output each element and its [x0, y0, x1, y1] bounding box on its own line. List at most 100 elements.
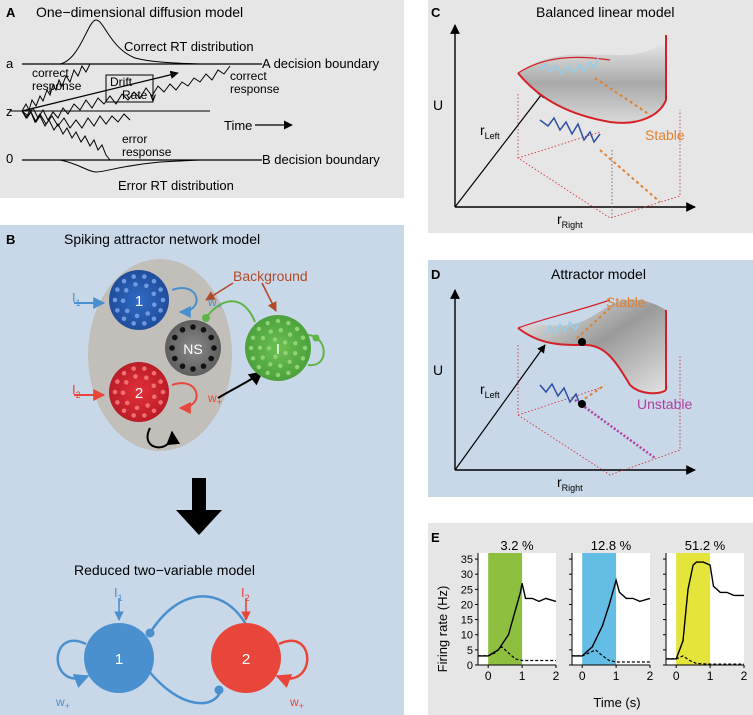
ns-label: NS: [183, 341, 202, 357]
c-dotted-box: [517, 94, 681, 219]
neuron-dot: [268, 329, 273, 334]
neuron-dot: [300, 356, 306, 361]
correct-response-left-1: correct: [32, 66, 69, 80]
reduction-arrow-shaft: [192, 478, 206, 510]
reduced-node-2: [211, 623, 281, 693]
neuron-dot: [158, 400, 163, 405]
neuron-dot: [160, 389, 166, 395]
neuron-dot: [151, 302, 157, 308]
c-stable-line-floor: [599, 149, 661, 203]
c-r-left-label: rLeft: [480, 122, 500, 141]
neuron-dot: [145, 311, 150, 316]
inh-neuron-dots: [248, 318, 308, 378]
panel-a-title: One−dimensional diffusion model: [36, 4, 243, 20]
correct-rt-curve: [59, 19, 201, 65]
neuron-dot: [142, 413, 147, 418]
reduced-w-plus-1: w+: [55, 695, 70, 711]
reduced-node-1-label: 1: [115, 651, 123, 668]
c-floor-trajectory: [539, 116, 601, 144]
reduction-arrow-head: [176, 510, 222, 535]
background-label: Background: [233, 268, 308, 284]
neuron-dot: [286, 320, 291, 326]
c-dotted-floor: [517, 131, 601, 159]
neuron-dot: [294, 364, 300, 370]
neuron-dot: [151, 316, 157, 322]
neuron-dot: [169, 345, 175, 351]
y-tick-label: 0: [467, 660, 473, 672]
z-label: z: [6, 104, 13, 119]
neuron-dot: [256, 326, 262, 332]
panel-a-label: A: [6, 5, 16, 20]
neuron-dot: [158, 308, 163, 313]
panel-e-label: E: [431, 530, 440, 545]
neuron-dot: [133, 282, 138, 287]
neuron-dot: [300, 335, 306, 340]
reduced-inhibition-bottom: [147, 669, 223, 705]
ns-circle: [165, 320, 221, 376]
neuron-dot: [121, 278, 127, 284]
reduced-input2-label: I2: [241, 585, 250, 603]
background-arrow-inh: [261, 282, 277, 312]
neuron-dot: [179, 363, 186, 369]
correct-rt-label: Correct RT distribution: [124, 39, 254, 54]
x-tick-label: 1: [519, 669, 526, 683]
x-tick-label: 0: [485, 669, 492, 683]
neuron-dot: [287, 359, 292, 364]
neuron-dot: [208, 334, 214, 341]
panel-d: D Attractor model Stable Unstable U rLef…: [428, 260, 753, 497]
drift-rate-box: [105, 74, 154, 103]
neuron-dot: [131, 274, 136, 279]
error-response-1: error: [122, 132, 147, 146]
neuron-dot: [275, 372, 281, 378]
d-unstable-line: [574, 398, 656, 460]
neuron-dot: [278, 363, 283, 369]
y-tick-label: 15: [461, 615, 473, 627]
neuron-dot: [112, 389, 118, 395]
d-r-left-label: rLeft: [480, 381, 500, 400]
pool1-circle: [109, 270, 169, 330]
middle-trajectory: [21, 108, 131, 129]
y-tick-label: 35: [461, 554, 473, 566]
correct-response-right-1: correct: [230, 69, 267, 83]
neuron-dot: [294, 326, 300, 332]
x-tick-label: 0: [579, 669, 586, 683]
neuron-dot: [151, 394, 157, 400]
c-r-right-label: rRight: [557, 211, 583, 230]
neuron-dot: [158, 287, 163, 292]
zero-label: 0: [6, 151, 13, 166]
x-tick-label: 2: [647, 669, 654, 683]
panel-c-title: Balanced linear model: [536, 4, 675, 20]
c-trough-edge-back: [517, 56, 611, 74]
pool1-neuron-dots: [112, 274, 166, 326]
neuron-dot: [260, 355, 265, 360]
neuron-dot: [133, 374, 138, 379]
neuron-dot: [287, 332, 293, 337]
y-tick-label: 10: [461, 630, 473, 642]
y-tick-label: 25: [461, 584, 473, 596]
y-tick-label: 30: [461, 569, 473, 581]
reduced-node-1: [84, 623, 154, 693]
d-stable-floor-line: [579, 384, 606, 403]
inh-label: I: [276, 341, 280, 358]
neuron-dot: [292, 351, 298, 356]
neuron-dot: [172, 334, 178, 341]
neuron-dot: [266, 346, 272, 351]
panel-a: A One−dimensional diffusion model Correc…: [0, 0, 404, 198]
a-boundary-label: A decision boundary: [262, 56, 380, 71]
neuron-dot: [256, 364, 262, 370]
correct-trajectory-left: [21, 63, 91, 112]
neuron-dot: [115, 308, 120, 313]
coherence-label: 3.2 %: [500, 538, 534, 553]
neuron-dot: [123, 380, 129, 385]
neuron-dot: [123, 288, 129, 293]
pool2-label: 2: [135, 385, 143, 402]
neuron-dot: [145, 403, 150, 408]
neuron-dot: [144, 283, 149, 289]
b-boundary-label: B decision boundary: [262, 152, 380, 167]
neuron-dot: [115, 400, 120, 405]
coherence-label: 51.2 %: [685, 538, 726, 553]
neuron-dot: [265, 320, 270, 326]
reduced-inhibition-top: [148, 595, 250, 634]
c-trough-surface: [518, 35, 666, 123]
reduced-model-title: Reduced two−variable model: [74, 562, 255, 578]
